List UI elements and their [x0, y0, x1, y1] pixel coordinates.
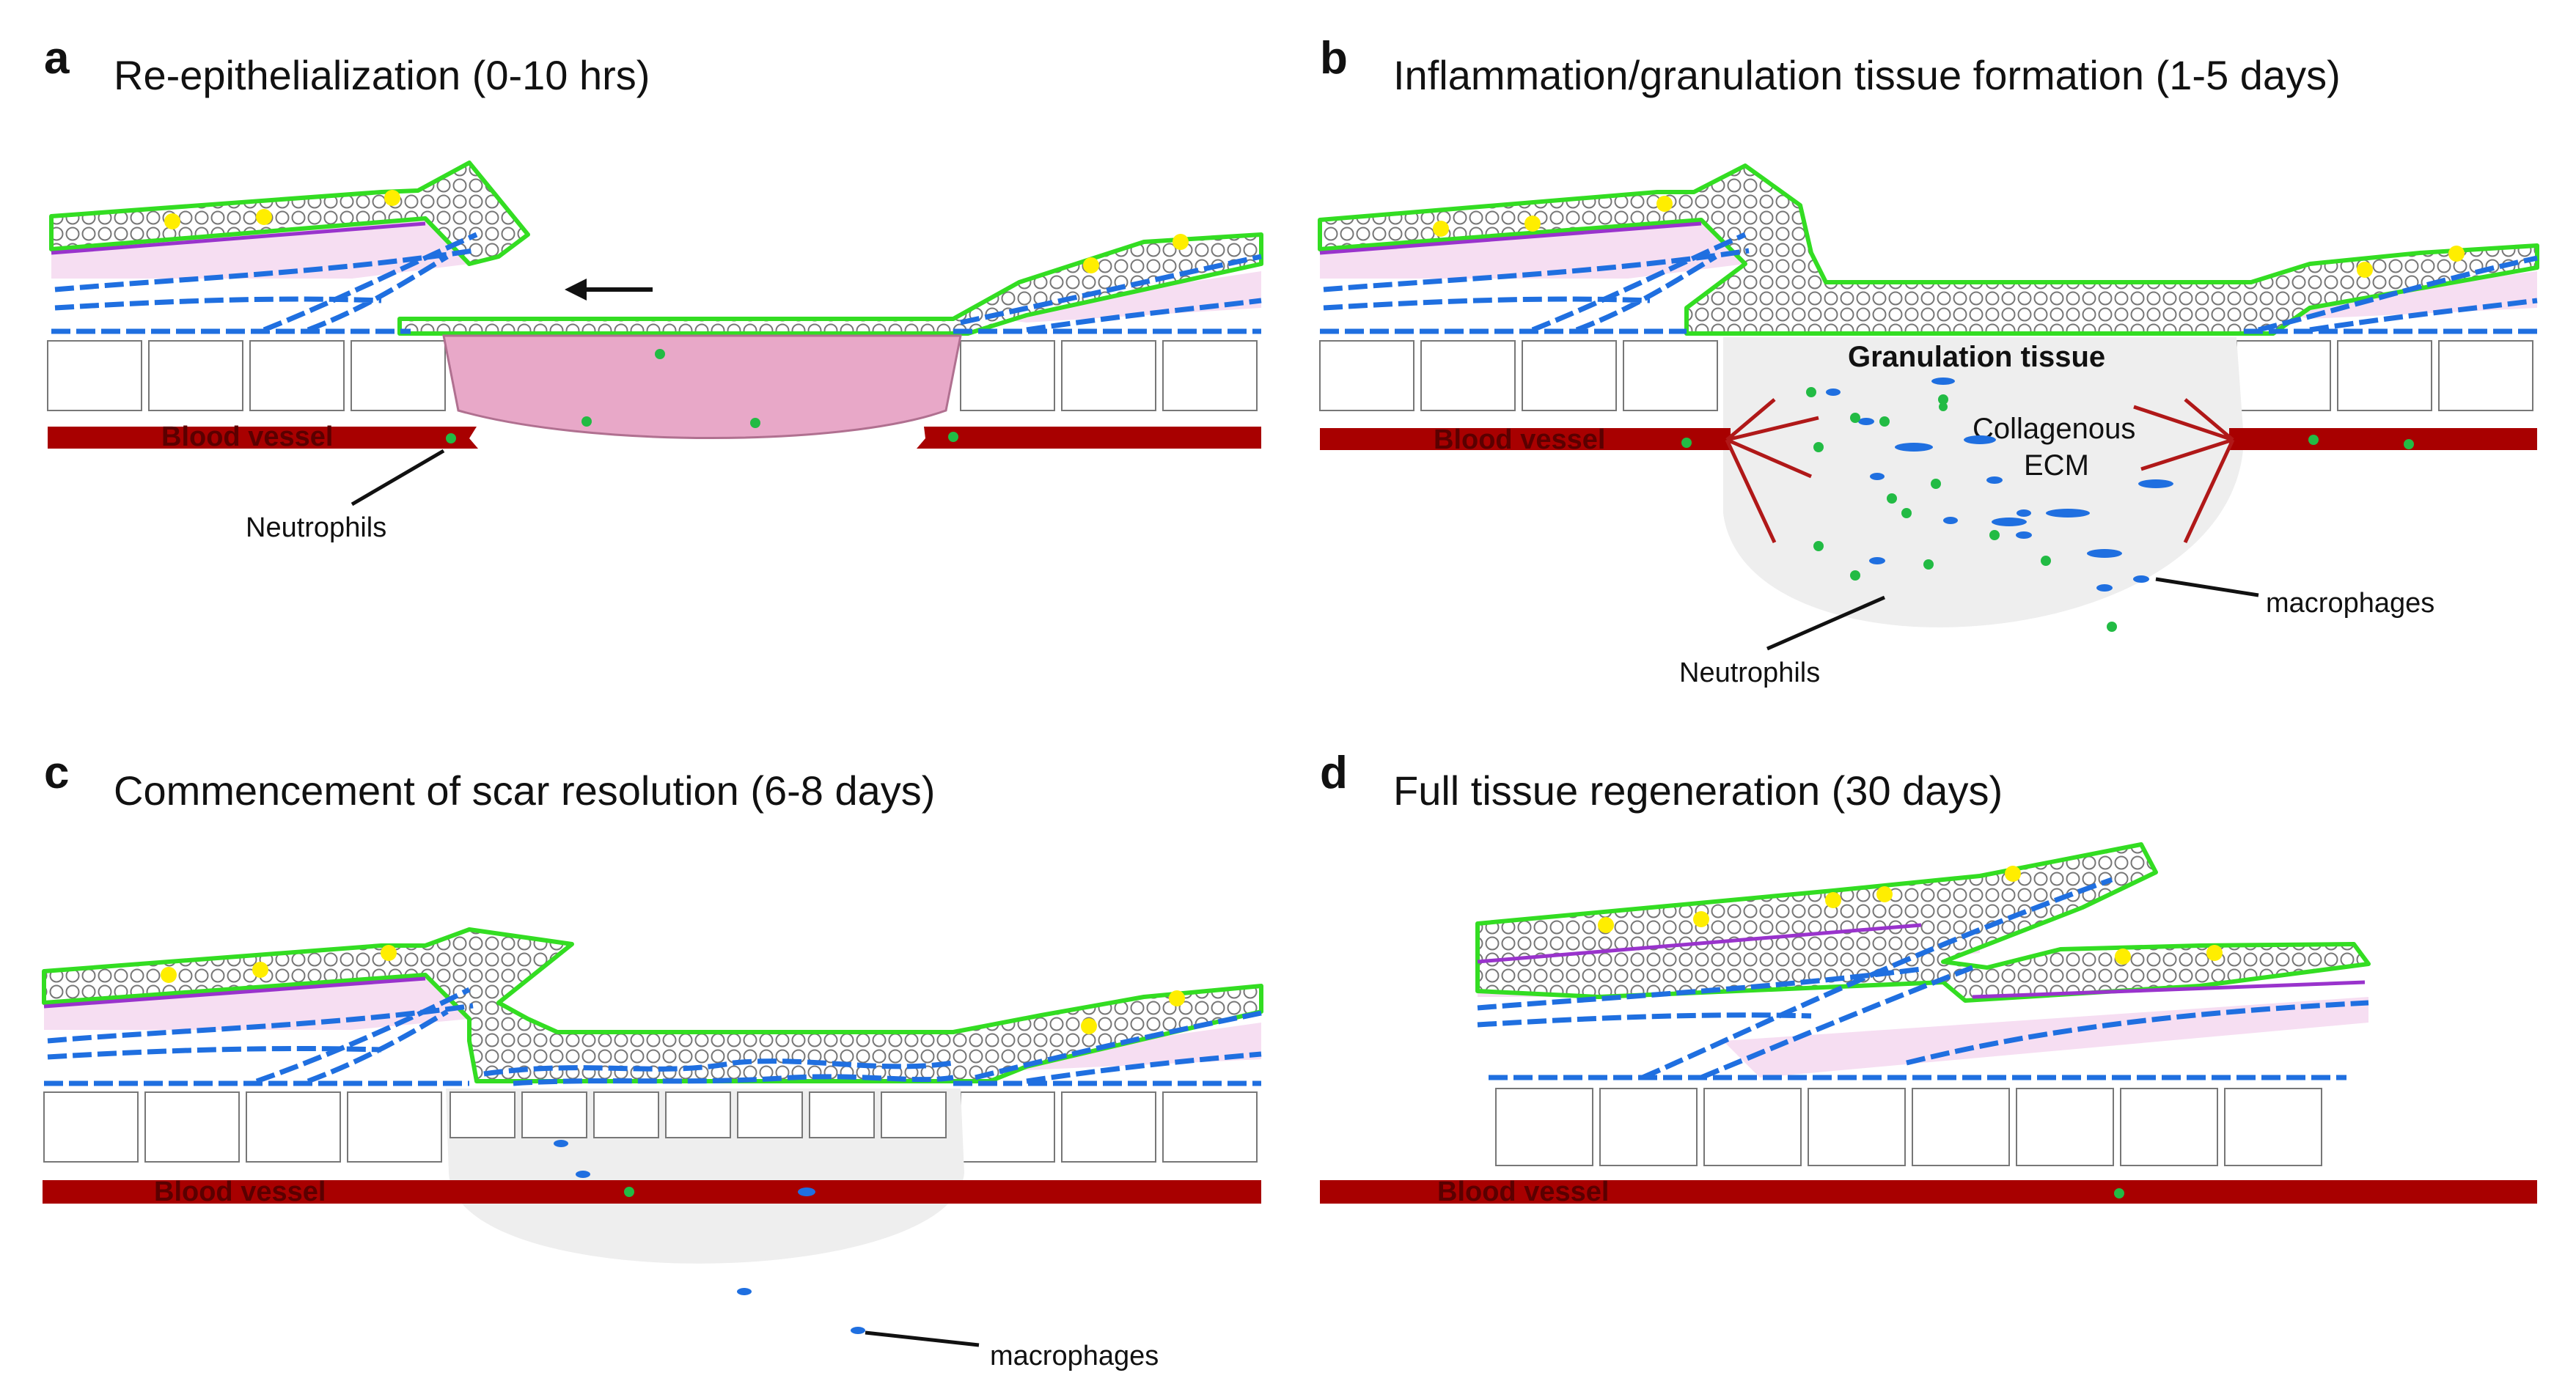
panel-d-melanocytes	[1598, 866, 2223, 965]
panel-c-neutrophil	[624, 1187, 634, 1197]
panel-d-neutrophil	[2114, 1188, 2124, 1198]
panel-d-basement-lower	[1972, 980, 2366, 999]
panel-b-neutrophils-label: Neutrophils	[1679, 658, 1820, 688]
panel-a-cell-blocks	[47, 340, 1258, 411]
panel-a: a Re-epithelialization (0-10 hrs)	[44, 33, 1263, 543]
panel-a-blood-vessel-left	[48, 427, 478, 449]
panel-b-ecm-label-1: Collagenous	[1973, 413, 2135, 445]
panel-a-epidermis-left	[49, 161, 530, 266]
panel-b-macrophages-pointer	[2155, 577, 2259, 597]
panel-a-migrating-epithelium	[397, 232, 1263, 336]
panel-b-fibers	[1320, 232, 2538, 334]
panel-a-title: Re-epithelialization (0-10 hrs)	[114, 52, 650, 98]
panel-b-letter: b	[1320, 33, 1348, 84]
panel-c-new-cell-blocks	[449, 1091, 947, 1138]
panel-b-melanocytes	[1433, 196, 2465, 278]
panel-b-macrophages-label: macrophages	[2266, 588, 2434, 619]
panel-d-title: Full tissue regeneration (30 days)	[1393, 767, 2003, 814]
panel-d-letter: d	[1320, 748, 1348, 798]
panel-d-cell-blocks	[1495, 1088, 2322, 1166]
panel-c-blood-vessel-label: Blood vessel	[154, 1176, 326, 1207]
panel-c-fibers	[44, 987, 1262, 1086]
panel-b-neutrophils-pointer	[1766, 595, 1886, 651]
panel-c-epidermis-left	[42, 927, 1263, 1083]
panel-b-capillaries	[1725, 398, 2235, 544]
panel-b-blood-vessel-left	[1320, 428, 1731, 450]
panel-a-melanocytes	[164, 190, 1189, 273]
panel-a-neutrophils-label: Neutrophils	[246, 512, 386, 543]
panel-c-letter: c	[44, 748, 69, 798]
panel-b-blood-vessel-label: Blood vessel	[1434, 424, 1605, 455]
panel-c-macrophages-label: macrophages	[990, 1341, 1159, 1371]
panel-b-title: Inflammation/granulation tissue formatio…	[1393, 52, 2341, 98]
panel-b-ecm-label-2: ECM	[2024, 449, 2089, 482]
panel-a-fibrin-clot	[442, 334, 962, 439]
panel-c-cell-blocks	[43, 1091, 1258, 1163]
panel-d: d Full tissue regeneration (30 days) Blo…	[1320, 748, 2537, 1207]
panel-d-epidermis	[1475, 842, 2371, 1003]
panel-a-letter: a	[44, 33, 70, 84]
panel-a-neutrophils-pointer	[351, 449, 445, 507]
panel-b-granulation-label: Granulation tissue	[1848, 341, 2105, 373]
panel-d-blood-vessel-label: Blood vessel	[1437, 1176, 1609, 1207]
panel-a-blood-vessel-label: Blood vessel	[161, 421, 333, 452]
panel-c-basement-left	[43, 976, 426, 1009]
panel-c: c Commencement of scar resolution (6-8 d…	[42, 748, 1263, 1371]
panel-a-basement-left	[51, 221, 426, 255]
panel-d-blood-vessel	[1320, 1180, 2537, 1204]
panel-c-melanocytes	[161, 945, 1185, 1034]
panel-a-migration-arrow	[565, 279, 653, 301]
panel-b-macrophages	[1826, 378, 2173, 592]
panel-a-blood-vessel-right	[917, 427, 1261, 449]
panel-b-blood-vessel-right	[2229, 428, 2537, 450]
panel-c-macrophages-pointer	[865, 1330, 980, 1347]
panel-a-fibers	[51, 232, 1262, 334]
panel-d-basement	[1477, 923, 1922, 964]
panel-b: b Inflammation/granulation tissue format…	[1318, 33, 2539, 688]
panel-d-fibers	[1477, 877, 2369, 1080]
panel-b-epidermis-left	[1318, 163, 2539, 336]
panel-c-title: Commencement of scar resolution (6-8 day…	[114, 767, 935, 814]
panel-b-neutrophils	[1681, 387, 2414, 632]
panel-b-basement-left	[1319, 221, 1702, 255]
panel-a-neutrophils	[446, 349, 958, 443]
panel-c-blood-vessel	[43, 1180, 1261, 1204]
panel-b-cell-blocks	[1319, 340, 2533, 411]
panel-d-dermis-lower	[1723, 997, 2368, 1078]
panel-c-macrophages	[554, 1140, 865, 1334]
